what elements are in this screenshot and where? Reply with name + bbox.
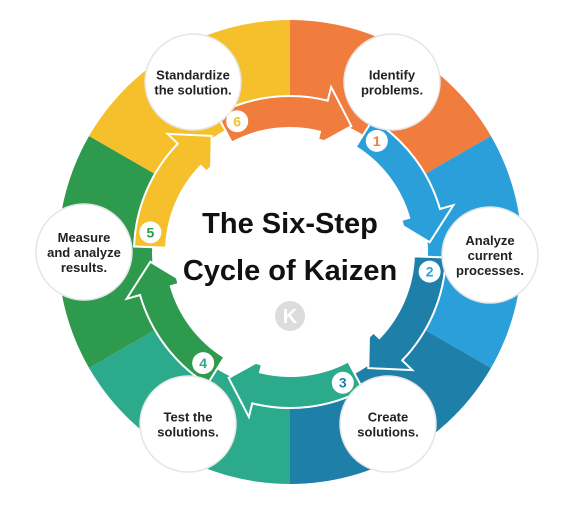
- step-number-badge-5: 5: [139, 221, 162, 244]
- bubble-circle: [139, 375, 237, 473]
- step-number: 1: [373, 133, 381, 149]
- k-logo-icon: K: [275, 301, 305, 331]
- center-disc: [173, 135, 407, 369]
- step-number-badge-4: 4: [192, 352, 215, 375]
- step-label-line: and analyze: [47, 245, 121, 260]
- title: The Six-Step Cycle of Kaizen: [183, 208, 397, 287]
- cycle-arrow-step-3: [367, 255, 447, 372]
- bubble-circle: [343, 33, 441, 131]
- bubble-circle: [441, 206, 539, 304]
- cycle-arrow-step-1: [215, 84, 353, 148]
- step-label-line: results.: [61, 260, 107, 275]
- step-label-line: the solution.: [154, 83, 231, 98]
- step-label-line: Test the: [164, 410, 213, 425]
- cycle-arrow-step-4: [227, 356, 365, 420]
- step-number: 5: [146, 224, 154, 240]
- title-line-1: The Six-Step: [202, 208, 378, 240]
- badge-circle: [192, 352, 215, 375]
- step-bubbles: Identifyproblems.Analyzecurrentprocesses…: [35, 33, 539, 473]
- step-number: 4: [199, 355, 207, 371]
- step-number: 6: [233, 113, 241, 129]
- badge-circle: [418, 260, 441, 283]
- step-label-line: solutions.: [157, 425, 218, 440]
- step-number-badge-1: 1: [365, 129, 388, 152]
- step-label-line: Identify: [369, 68, 416, 83]
- step-label-line: Create: [368, 410, 408, 425]
- badge-circle: [365, 129, 388, 152]
- badge-circle: [139, 221, 162, 244]
- step-label-line: problems.: [361, 83, 423, 98]
- step-label-line: current: [468, 248, 513, 263]
- step-number-badge-3: 3: [331, 371, 354, 394]
- step-number: 3: [339, 375, 347, 391]
- title-line-2: Cycle of Kaizen: [183, 255, 397, 287]
- step-label-line: processes.: [456, 263, 524, 278]
- step-label-line: solutions.: [357, 425, 418, 440]
- badge-circle: [331, 371, 354, 394]
- logo-circle: [275, 301, 305, 331]
- bubble-circle: [144, 33, 242, 131]
- step-label-line: Analyze: [465, 233, 514, 248]
- bubble-circle: [339, 375, 437, 473]
- logo-letter: K: [283, 306, 298, 328]
- step-number-badges: 1 2 3 4 5 6: [139, 110, 441, 394]
- badge-circle: [226, 110, 249, 133]
- cycle-arrows: [124, 84, 456, 420]
- step-number-badge-6: 6: [226, 110, 249, 133]
- step-label-line: Standardize: [156, 68, 230, 83]
- cycle-arrow-step-6: [133, 132, 213, 249]
- bubble-circle: [35, 203, 133, 301]
- step-number-badge-2: 2: [418, 260, 441, 283]
- step-number: 2: [426, 264, 434, 280]
- step-label-line: Measure: [58, 230, 111, 245]
